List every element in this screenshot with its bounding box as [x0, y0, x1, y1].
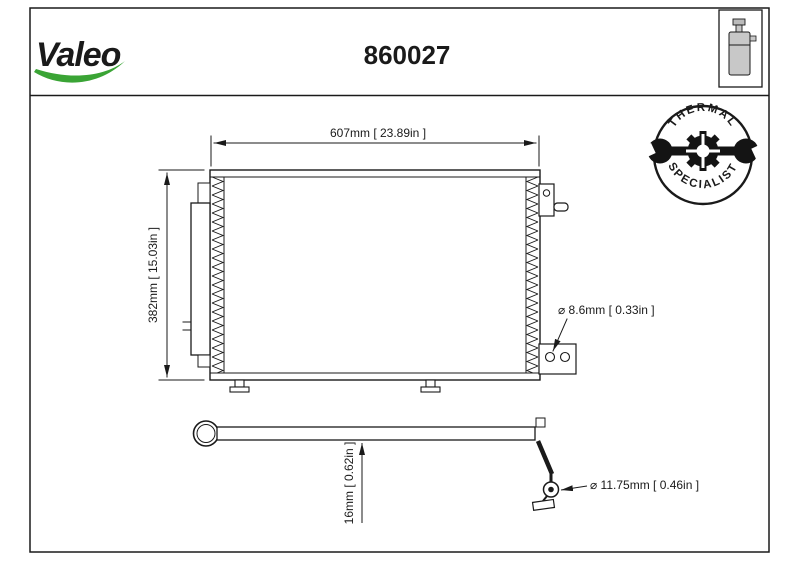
gear-icon [683, 131, 723, 171]
foot-left [229, 379, 250, 393]
receiver-drier-icon [718, 9, 763, 88]
bracket-assembly [531, 417, 560, 512]
page-border [29, 7, 770, 553]
hole-dim-label: ⌀ 11.75mm [ 0.46in ] [590, 478, 699, 492]
left-tank [182, 182, 211, 368]
foot-right [420, 379, 441, 393]
valeo-swoosh [34, 61, 125, 83]
condenser-profile-tube [216, 426, 536, 441]
dim-height-label: 382mm [ 15.03in ] [146, 227, 160, 323]
fin-band-left [211, 177, 224, 373]
mounting-bracket [538, 343, 577, 375]
fin-band-right [526, 177, 539, 373]
dim-width-label: 607mm [ 23.89in ] [330, 126, 426, 140]
valeo-logo: Valeo [34, 36, 125, 83]
hole-dim-leader [560, 485, 588, 492]
fitting-dim-label: ⌀ 8.6mm [ 0.33in ] [558, 303, 655, 317]
condenser-core [209, 169, 541, 381]
top-fitting [538, 183, 569, 217]
dim-depth-label: 16mm [ 0.62in ] [342, 442, 356, 525]
fitting-dim-leader [552, 318, 568, 352]
valeo-wordmark: Valeo [36, 36, 121, 74]
condenser-front-view: 607mm [ 23.89in ] 382mm [ 15.03in ] [146, 126, 655, 393]
condenser-side-view: 16mm [ 0.62in ] ⌀ 11.75mm [ 0.46in ] [192, 417, 699, 525]
thermal-specialist-badge: THERMAL SPECIALIST [639, 102, 768, 206]
pipe-ring [192, 420, 220, 447]
part-number: 860027 [364, 40, 451, 70]
